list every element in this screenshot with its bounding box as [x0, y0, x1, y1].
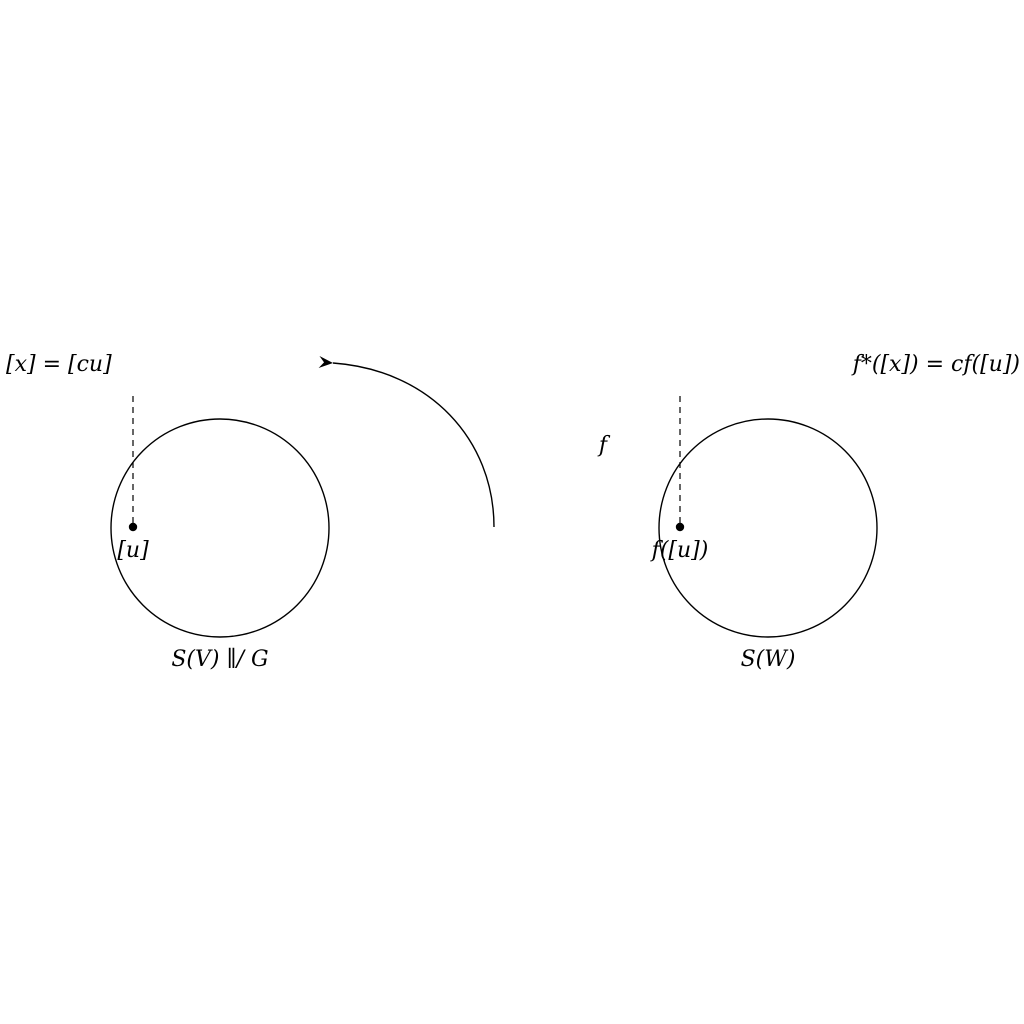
map-arrow [318, 355, 495, 528]
left-space-label: S(V) ∥/ G [171, 647, 268, 672]
right-point-dot [675, 522, 685, 532]
left-top-label: [x] = [cu] [6, 352, 112, 377]
map-label: f [597, 433, 611, 458]
right-point-label: f([u]) [650, 538, 709, 563]
left-point-label: [u] [117, 538, 149, 563]
map-arrow-group: f [318, 355, 611, 528]
right-space-group: f([u]) S(W) f*([x]) = cf([u]) [650, 352, 1020, 672]
left-space-group: [u] S(V) ∥/ G [x] = [cu] [6, 352, 330, 672]
right-top-label: f*([x]) = cf([u]) [851, 352, 1020, 377]
left-space-circle [110, 418, 330, 638]
right-space-circle [658, 418, 878, 638]
right-space-label: S(W) [741, 647, 796, 672]
left-point-dot [128, 522, 138, 532]
